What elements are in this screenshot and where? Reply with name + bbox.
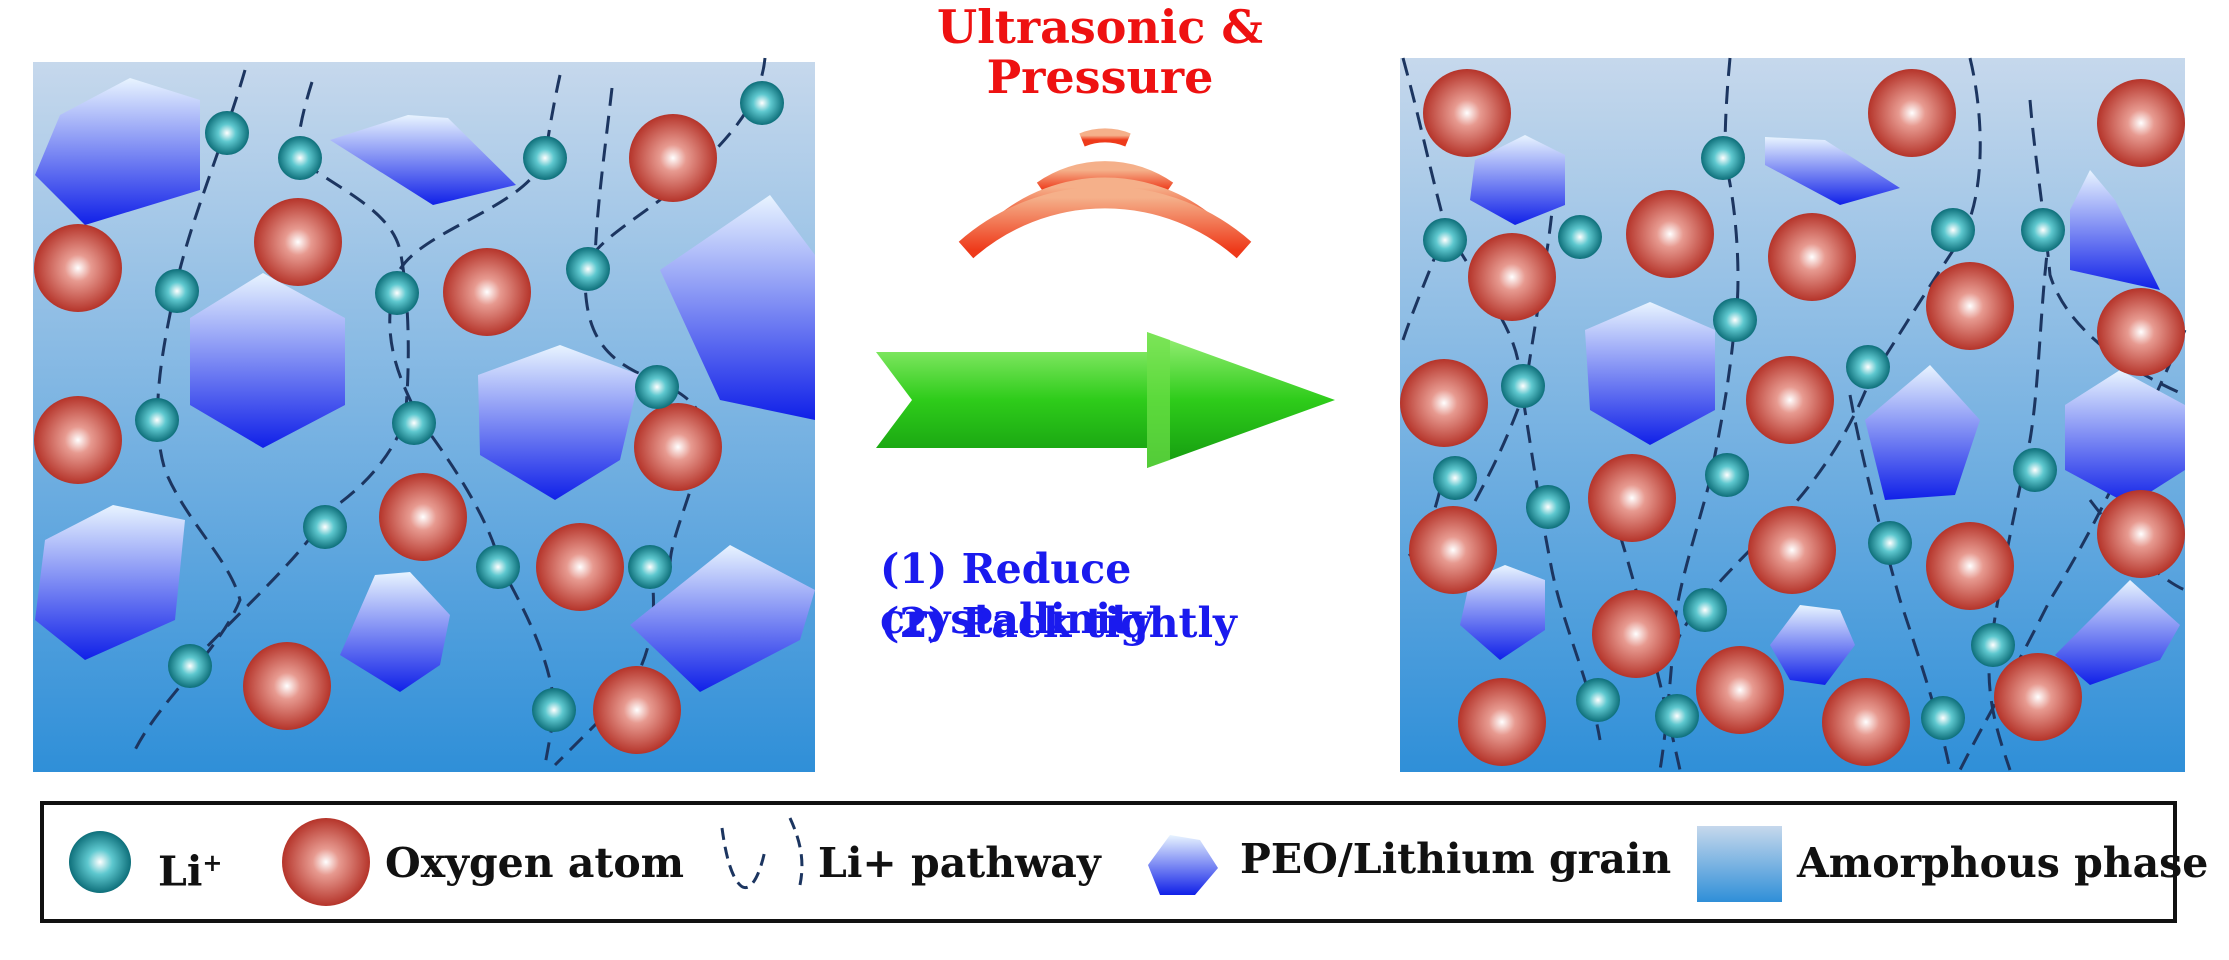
legend-box bbox=[40, 801, 2177, 923]
legend-oxygen-icon bbox=[282, 818, 370, 906]
process-title-line1: Ultrasonic & bbox=[937, 0, 1263, 54]
step-reduce-crystallinity: (1) Reduce crystallinity bbox=[880, 545, 1154, 643]
step-pack-tightly: (2) Pack tightly bbox=[880, 599, 1237, 647]
legend-li-text: Li bbox=[158, 847, 203, 896]
right-peo-grains bbox=[1460, 135, 2185, 685]
legend-amorphous-label: Amorphous phase bbox=[1797, 839, 2209, 887]
legend-pathway-label: Li+ pathway bbox=[818, 839, 1101, 887]
legend-grain-label: PEO/Lithium grain bbox=[1240, 835, 1672, 883]
process-arrow[interactable] bbox=[876, 332, 1335, 468]
process-title-line2: Pressure bbox=[986, 50, 1214, 104]
ultrasonic-wave-icon bbox=[958, 128, 1252, 259]
legend-amorphous-icon bbox=[1697, 826, 1782, 902]
left-li-ions bbox=[135, 81, 784, 732]
legend-pathway-icon bbox=[720, 817, 804, 889]
right-oxygen-atoms bbox=[1400, 69, 2185, 766]
left-peo-grains bbox=[35, 78, 815, 692]
legend-li-superscript: + bbox=[202, 848, 223, 877]
legend-oxygen-label: Oxygen atom bbox=[385, 839, 685, 887]
legend-li-label: Li+ bbox=[158, 838, 223, 897]
left-oxygen-atoms bbox=[34, 114, 722, 754]
legend-li-icon bbox=[69, 831, 131, 893]
right-li-ions bbox=[1423, 136, 2065, 740]
legend-grain-icon bbox=[1148, 835, 1218, 895]
